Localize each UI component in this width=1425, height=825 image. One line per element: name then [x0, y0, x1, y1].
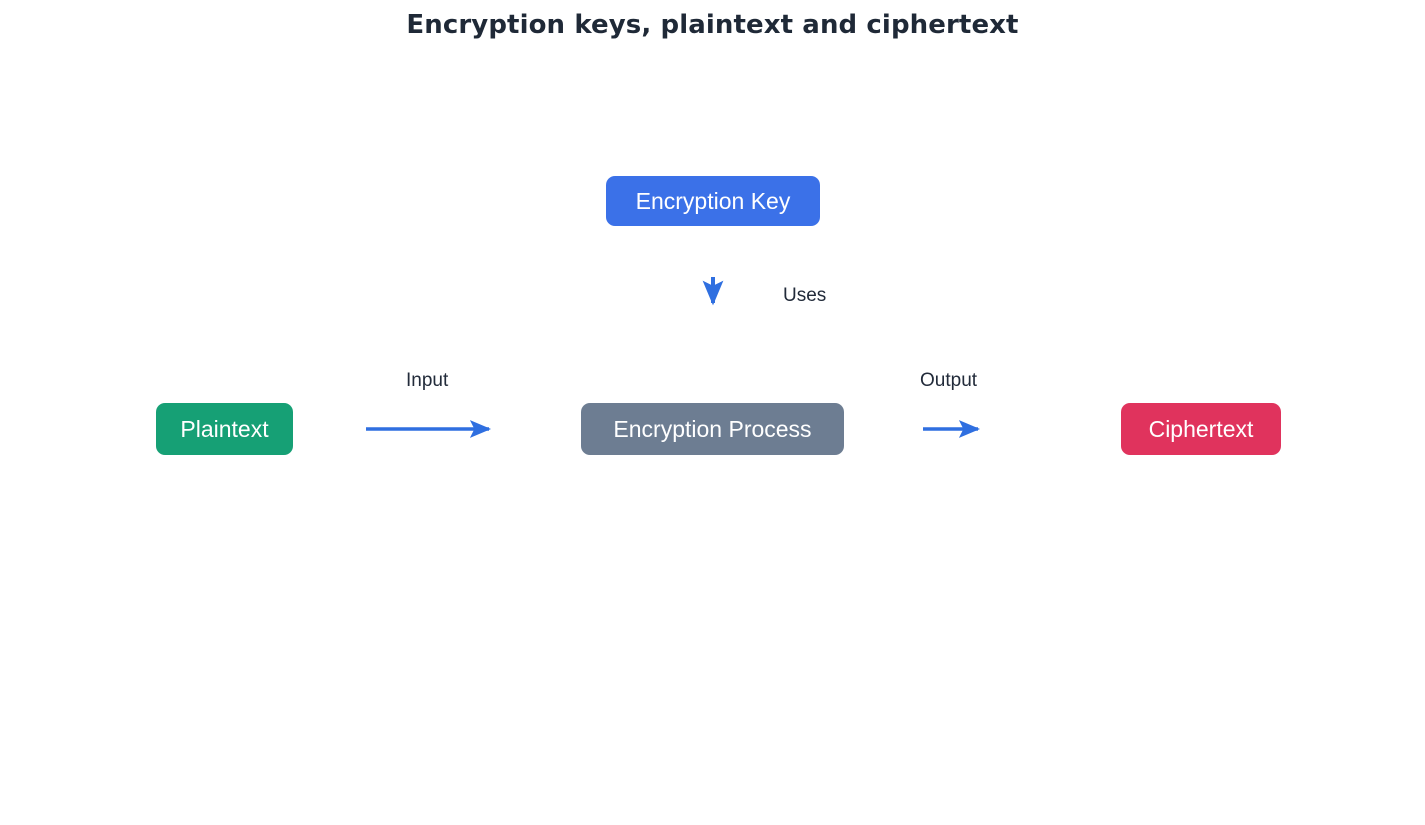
edge-label-input: Input: [406, 370, 449, 391]
node-plaintext[interactable]: Plaintext: [156, 403, 293, 455]
node-ciphertext-label: Ciphertext: [1148, 415, 1254, 442]
node-ciphertext[interactable]: Ciphertext: [1121, 403, 1281, 455]
node-encryption-key-label: Encryption Key: [635, 187, 791, 214]
node-plaintext-label: Plaintext: [180, 415, 269, 442]
edge-label-uses: Uses: [783, 285, 827, 306]
edge-label-output: Output: [920, 370, 978, 391]
node-encryption-process[interactable]: Encryption Process: [581, 403, 844, 455]
node-encryption-process-label: Encryption Process: [613, 415, 812, 442]
node-encryption-key[interactable]: Encryption Key: [606, 176, 820, 226]
page-title: Encryption keys, plaintext and ciphertex…: [406, 10, 1019, 40]
